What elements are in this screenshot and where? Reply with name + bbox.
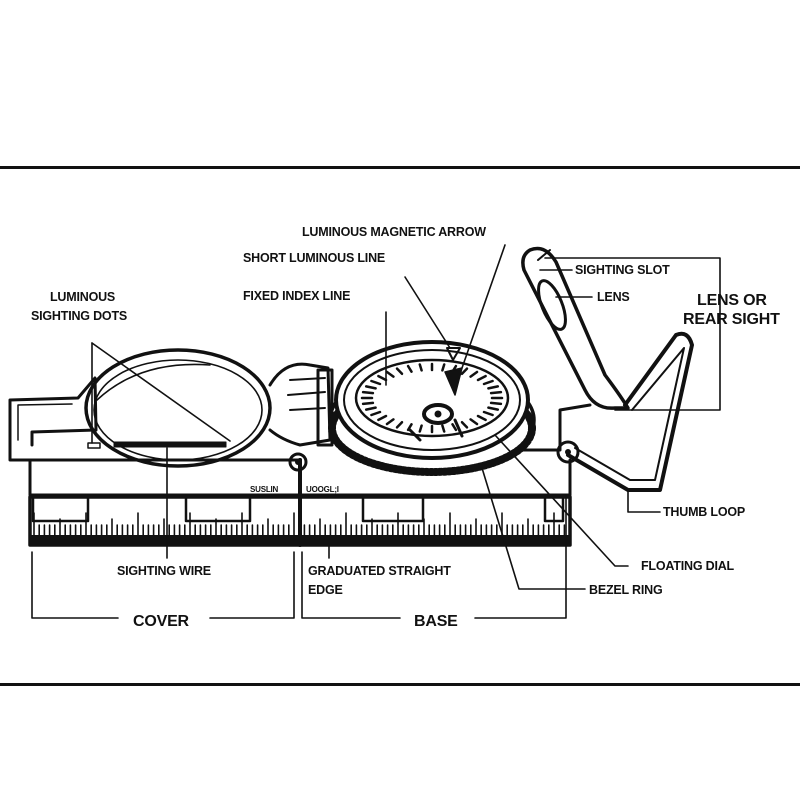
label-graduated-straight-edge-line2: EDGE (308, 583, 343, 597)
rear-sight (521, 246, 630, 410)
label-floating-dial: FLOATING DIAL (641, 559, 735, 573)
label-sighting-slot: SIGHTING SLOT (575, 263, 670, 277)
label-luminous-sighting-dots-line2: SIGHTING DOTS (31, 309, 127, 323)
dial-tick (489, 401, 503, 406)
dial-tick (418, 363, 423, 372)
rear-sight-lens (537, 279, 567, 331)
label-luminous-sighting-dots-line1: LUMINOUS (50, 290, 115, 304)
floating-dial (354, 358, 510, 438)
dial-tick (370, 410, 382, 417)
dial-tick (385, 370, 395, 378)
dial-tick (385, 418, 395, 426)
top-divider-rule (0, 166, 800, 169)
dial-tick (418, 424, 423, 433)
bottom-divider-rule (0, 683, 800, 686)
dial-tick (364, 385, 377, 390)
dial-tick (489, 390, 503, 395)
compass-base (28, 403, 592, 547)
sighting-wire (113, 441, 227, 448)
dial-tick (441, 424, 446, 433)
dial-tick (377, 414, 388, 422)
dial-tick (487, 406, 500, 411)
label-graduated-straight-edge-line1: GRADUATED STRAIGHT (308, 564, 451, 578)
dial-tick (406, 364, 413, 373)
thumb-loop (556, 331, 694, 492)
label-base: BASE (414, 613, 458, 630)
compass-housing (328, 340, 536, 476)
label-sighting-wire: SIGHTING WIRE (117, 564, 211, 578)
dial-tick (460, 367, 469, 376)
luminous-magnetic-arrow (444, 367, 463, 396)
label-short-luminous-line: SHORT LUMINOUS LINE (243, 251, 385, 265)
dial-tick (469, 370, 479, 378)
dial-tick (476, 414, 487, 422)
label-luminous-magnetic-arrow: LUMINOUS MAGNETIC ARROW (302, 225, 486, 239)
dial-tick (395, 420, 404, 429)
ruler-mark-left: SUSLIN (250, 485, 279, 494)
dial-tick (441, 363, 446, 372)
label-thumb-loop: THUMB LOOP (663, 505, 745, 519)
label-lens-or-rear-sight-line1: LENS OR (697, 292, 767, 309)
dial-tick (482, 410, 494, 417)
leader-lines (31, 244, 721, 619)
label-lens-or-rear-sight-line2: REAR SIGHT (683, 311, 780, 328)
dial-tick (395, 367, 404, 376)
dial-tick (482, 379, 494, 386)
dial-tick (361, 401, 375, 406)
labels: LUMINOUS MAGNETIC ARROW SHORT LUMINOUS L… (31, 225, 780, 630)
dial-tick (469, 418, 479, 426)
label-bezel-ring: BEZEL RING (589, 583, 662, 597)
dial-tick (487, 385, 500, 390)
dial-tick (361, 390, 375, 395)
dial-tick (406, 423, 413, 432)
dial-tick (460, 420, 469, 429)
label-lens: LENS (597, 290, 630, 304)
dial-tick (451, 423, 458, 432)
cover-window (84, 348, 272, 468)
ruler-mark-right: UOOGL;I (306, 485, 339, 494)
dial-tick (364, 406, 377, 411)
label-cover: COVER (133, 613, 190, 630)
luminous-sighting-dot (87, 442, 101, 449)
dial-tick (476, 374, 487, 382)
compass-cover (8, 348, 334, 472)
label-fixed-index-line: FIXED INDEX LINE (243, 289, 350, 303)
dial-tick (377, 374, 388, 382)
dial-tick (370, 379, 382, 386)
